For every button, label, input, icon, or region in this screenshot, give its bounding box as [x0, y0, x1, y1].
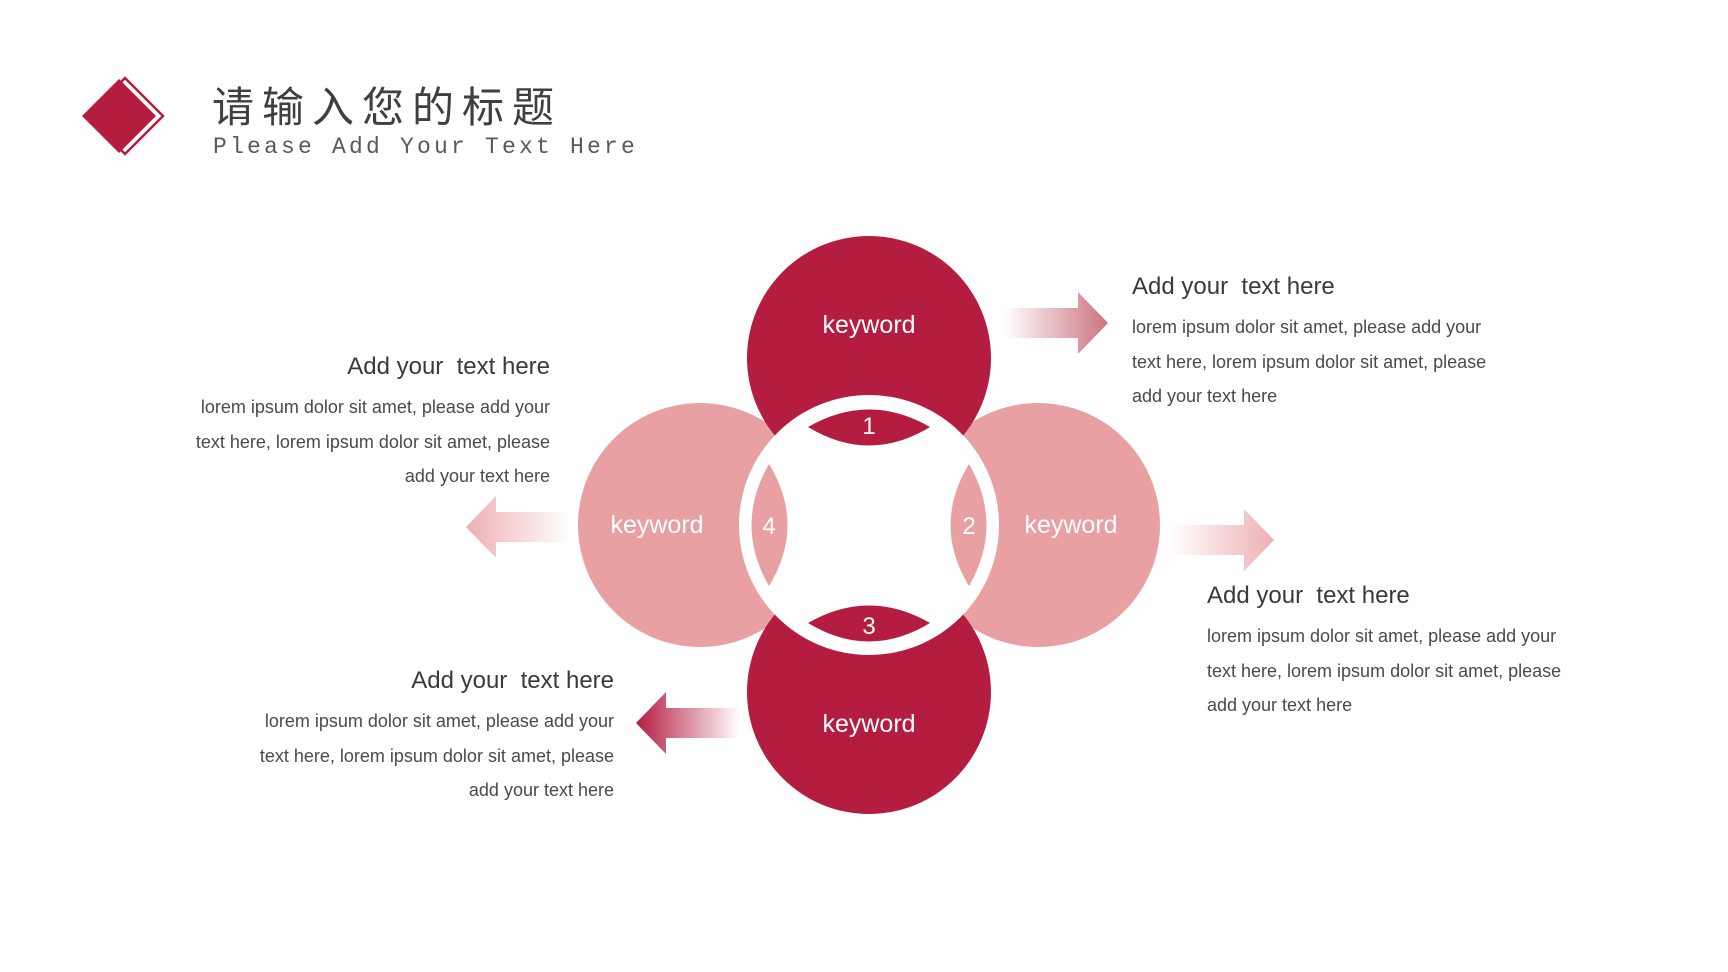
page-title: 请输入您的标题: [212, 83, 563, 132]
petal-keyword-bottom: keyword: [822, 710, 915, 738]
lens-4: [751, 464, 788, 586]
arrow-right-top: [1004, 292, 1108, 354]
petal-keyword-left: keyword: [610, 511, 703, 539]
diamond-logo-icon: [82, 76, 165, 156]
lens-3: [808, 605, 930, 642]
block-body: lorem ipsum dolor sit amet, please add y…: [1132, 317, 1487, 406]
arrow-left-bottom: [636, 692, 740, 754]
arrow-left-top: [466, 496, 570, 558]
petal-number-3: 3: [862, 613, 875, 640]
petal-number-1: 1: [862, 413, 875, 440]
lens-2: [950, 464, 987, 586]
block-heading: Add your text here: [411, 667, 614, 694]
arrow-right-bottom: [1170, 509, 1274, 571]
block-heading: Add your text here: [1207, 582, 1410, 609]
page-subtitle: Please Add Your Text Here: [213, 134, 639, 160]
petal-number-2: 2: [962, 513, 975, 540]
block-heading: Add your text here: [347, 353, 550, 380]
block-body: lorem ipsum dolor sit amet, please add y…: [1207, 626, 1562, 715]
block-heading: Add your text here: [1132, 273, 1335, 300]
text-block-top-left: Add your text here lorem ipsum dolor sit…: [170, 352, 550, 494]
petal-keyword-top: keyword: [822, 311, 915, 339]
text-block-top-right: Add your text here lorem ipsum dolor sit…: [1132, 272, 1512, 414]
petal-keyword-right: keyword: [1024, 511, 1117, 539]
block-body: lorem ipsum dolor sit amet, please add y…: [195, 397, 550, 486]
text-block-bottom-left: Add your text here lorem ipsum dolor sit…: [234, 666, 614, 808]
lens-1: [808, 409, 930, 446]
petal-number-4: 4: [762, 513, 775, 540]
text-block-bottom-right: Add your text here lorem ipsum dolor sit…: [1207, 581, 1587, 723]
block-body: lorem ipsum dolor sit amet, please add y…: [259, 711, 614, 800]
